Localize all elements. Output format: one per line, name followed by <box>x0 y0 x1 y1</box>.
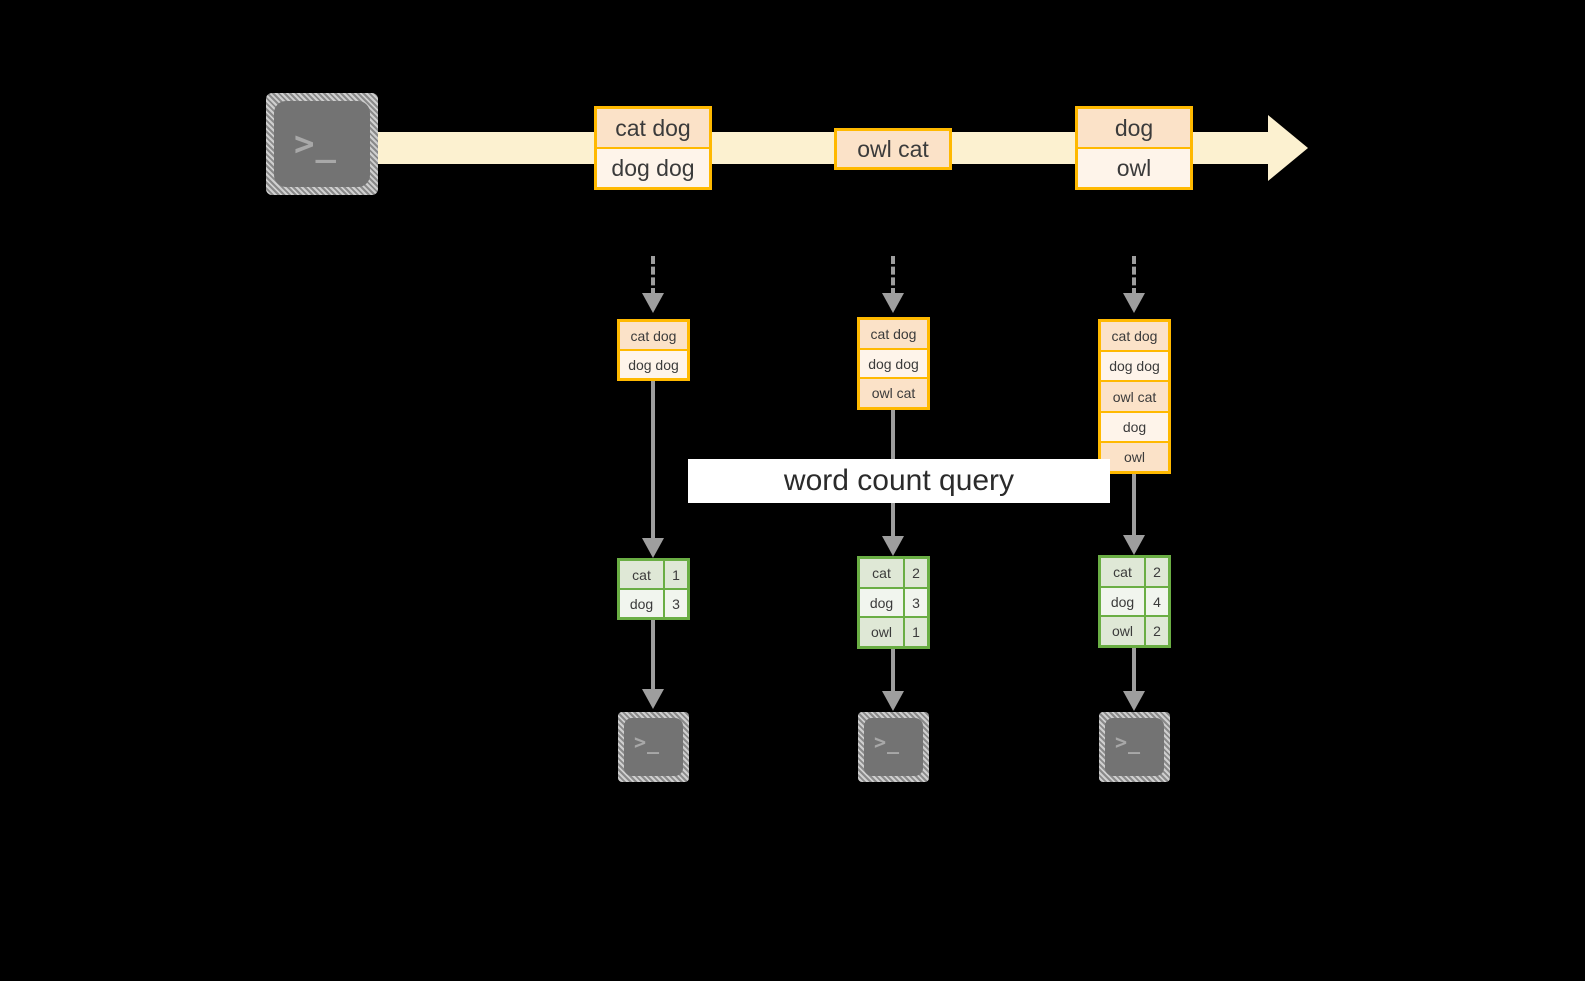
snapshot-3-query-line <box>1132 474 1136 538</box>
table-cell-count: 2 <box>1146 558 1168 586</box>
log-entry: dog dog <box>1101 352 1168 383</box>
snapshot-2-query-arrowhead <box>882 536 904 556</box>
terminal-screen: >_ <box>864 718 923 776</box>
terminal-screen: >_ <box>274 101 370 187</box>
snapshot-3-result-table[interactable]: cat 2 dog 4 owl 2 <box>1098 555 1171 648</box>
table-cell-word: owl <box>860 618 905 647</box>
snapshot-2-tap-arrowhead <box>882 293 904 313</box>
snapshot-2-consumer-terminal-icon[interactable]: >_ <box>858 712 929 782</box>
stream-message: owl cat <box>837 131 949 167</box>
table-cell-count: 2 <box>905 559 927 587</box>
terminal-prompt-label: >_ <box>634 730 661 754</box>
stream-batch-1[interactable]: cat dog dog dog <box>594 106 712 190</box>
table-row: dog 4 <box>1101 587 1168 618</box>
table-row: owl 1 <box>860 618 927 647</box>
snapshot-3-consumer-terminal-icon[interactable]: >_ <box>1099 712 1170 782</box>
table-cell-word: cat <box>620 561 665 588</box>
terminal-prompt-label: >_ <box>874 730 901 754</box>
terminal-screen: >_ <box>624 718 683 776</box>
log-entry: owl cat <box>860 379 927 408</box>
snapshot-1-output-line <box>651 620 655 692</box>
snapshot-3-tap-arrowhead <box>1123 293 1145 313</box>
table-cell-word: cat <box>860 559 905 587</box>
snapshot-2-accumulated-log[interactable]: cat dog dog dog owl cat <box>857 317 930 410</box>
log-entry: owl cat <box>1101 382 1168 413</box>
table-cell-word: cat <box>1101 558 1146 586</box>
table-cell-count: 2 <box>1146 617 1168 646</box>
table-cell-word: dog <box>620 590 665 617</box>
stream-batch-3[interactable]: dog owl <box>1075 106 1193 190</box>
table-row: dog 3 <box>860 588 927 619</box>
table-cell-count: 3 <box>665 590 687 617</box>
snapshot-1-result-table[interactable]: cat 1 dog 3 <box>617 558 690 620</box>
table-cell-count: 1 <box>665 561 687 588</box>
query-label-band: word count query <box>688 459 1110 503</box>
log-entry: cat dog <box>860 320 927 350</box>
table-cell-count: 1 <box>905 618 927 647</box>
log-entry: owl <box>1101 442 1168 472</box>
table-row: cat 2 <box>1101 558 1168 588</box>
snapshot-2-tap-line <box>891 256 895 296</box>
snapshot-3-output-line <box>1132 648 1136 694</box>
snapshot-2-output-line <box>891 649 895 694</box>
stream-message: dog dog <box>597 149 709 187</box>
snapshot-1-tap-arrowhead <box>642 293 664 313</box>
query-label-text: word count query <box>783 464 1015 497</box>
table-cell-count: 3 <box>905 588 927 617</box>
snapshot-3-query-arrowhead <box>1123 535 1145 555</box>
stream-batch-2[interactable]: owl cat <box>834 128 952 170</box>
snapshot-3-output-arrowhead <box>1123 691 1145 711</box>
table-row: cat 2 <box>860 559 927 589</box>
table-cell-word: dog <box>860 588 905 617</box>
log-entry: dog dog <box>620 351 687 378</box>
snapshot-2-result-table[interactable]: cat 2 dog 3 owl 1 <box>857 556 930 649</box>
log-entry: cat dog <box>620 322 687 351</box>
log-entry: dog dog <box>860 349 927 380</box>
terminal-screen: >_ <box>1105 718 1164 776</box>
table-cell-count: 4 <box>1146 587 1168 616</box>
stream-message: cat dog <box>597 109 709 149</box>
snapshot-3-tap-line <box>1132 256 1136 296</box>
terminal-prompt-label: >_ <box>294 124 337 164</box>
producer-terminal-icon[interactable]: >_ <box>266 93 378 195</box>
snapshot-1-query-arrowhead <box>642 538 664 558</box>
snapshot-1-output-arrowhead <box>642 689 664 709</box>
log-entry: cat dog <box>1101 322 1168 353</box>
snapshot-3-accumulated-log[interactable]: cat dog dog dog owl cat dog owl <box>1098 319 1171 474</box>
snapshot-1-tap-line <box>651 256 655 296</box>
stream-message: dog <box>1078 109 1190 149</box>
table-row: dog 3 <box>620 590 687 617</box>
snapshot-1-accumulated-log[interactable]: cat dog dog dog <box>617 319 690 381</box>
table-cell-word: dog <box>1101 587 1146 616</box>
table-row: owl 2 <box>1101 617 1168 646</box>
snapshot-2-output-arrowhead <box>882 691 904 711</box>
table-row: cat 1 <box>620 561 687 590</box>
log-entry: dog <box>1101 412 1168 443</box>
stream-arrow-head <box>1268 115 1308 181</box>
stream-message: owl <box>1078 149 1190 187</box>
snapshot-1-consumer-terminal-icon[interactable]: >_ <box>618 712 689 782</box>
table-cell-word: owl <box>1101 617 1146 646</box>
terminal-prompt-label: >_ <box>1115 730 1142 754</box>
snapshot-1-query-line <box>651 381 655 541</box>
